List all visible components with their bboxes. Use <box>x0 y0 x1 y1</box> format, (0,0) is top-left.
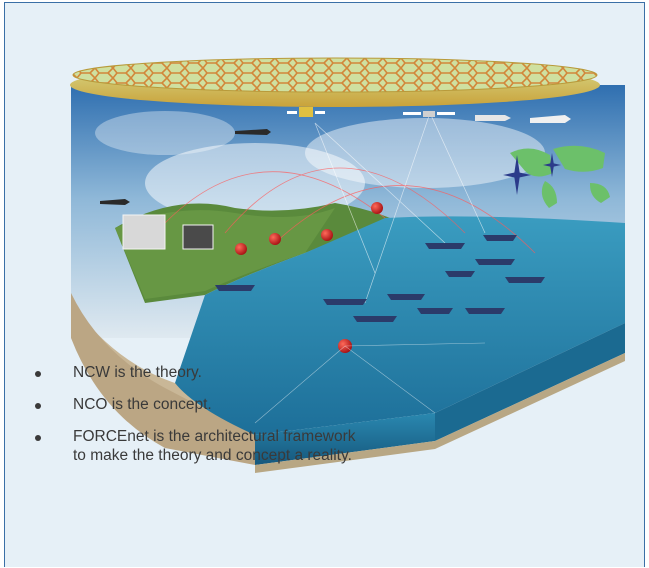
satellite-icon <box>403 111 455 117</box>
bullet-text: NCO is the concept. <box>73 396 212 413</box>
bullet-item: FORCEnet is the architectural framework … <box>35 427 365 465</box>
content-panel: NCW is the theory. NCO is the concept. F… <box>4 2 645 567</box>
world-map-icon <box>510 145 610 208</box>
bullet-text: NCW is the theory. <box>73 364 202 381</box>
sea-surface <box>175 216 625 435</box>
ship-icon <box>215 235 545 322</box>
satellite-icon <box>287 107 325 117</box>
bullet-item: NCW is the theory. <box>35 363 365 382</box>
aircraft-icon <box>100 115 571 205</box>
bullet-text: FORCEnet is the architectural framework … <box>73 428 356 464</box>
star-icon <box>503 153 561 195</box>
bullet-list: NCW is the theory. NCO is the concept. F… <box>35 363 365 478</box>
bullet-item: NCO is the concept. <box>35 395 365 414</box>
bullet-icon <box>35 435 41 441</box>
bullet-icon <box>35 403 41 409</box>
node-icon <box>235 202 383 353</box>
bullet-icon <box>35 371 41 377</box>
battlespace-illustration <box>70 57 625 473</box>
